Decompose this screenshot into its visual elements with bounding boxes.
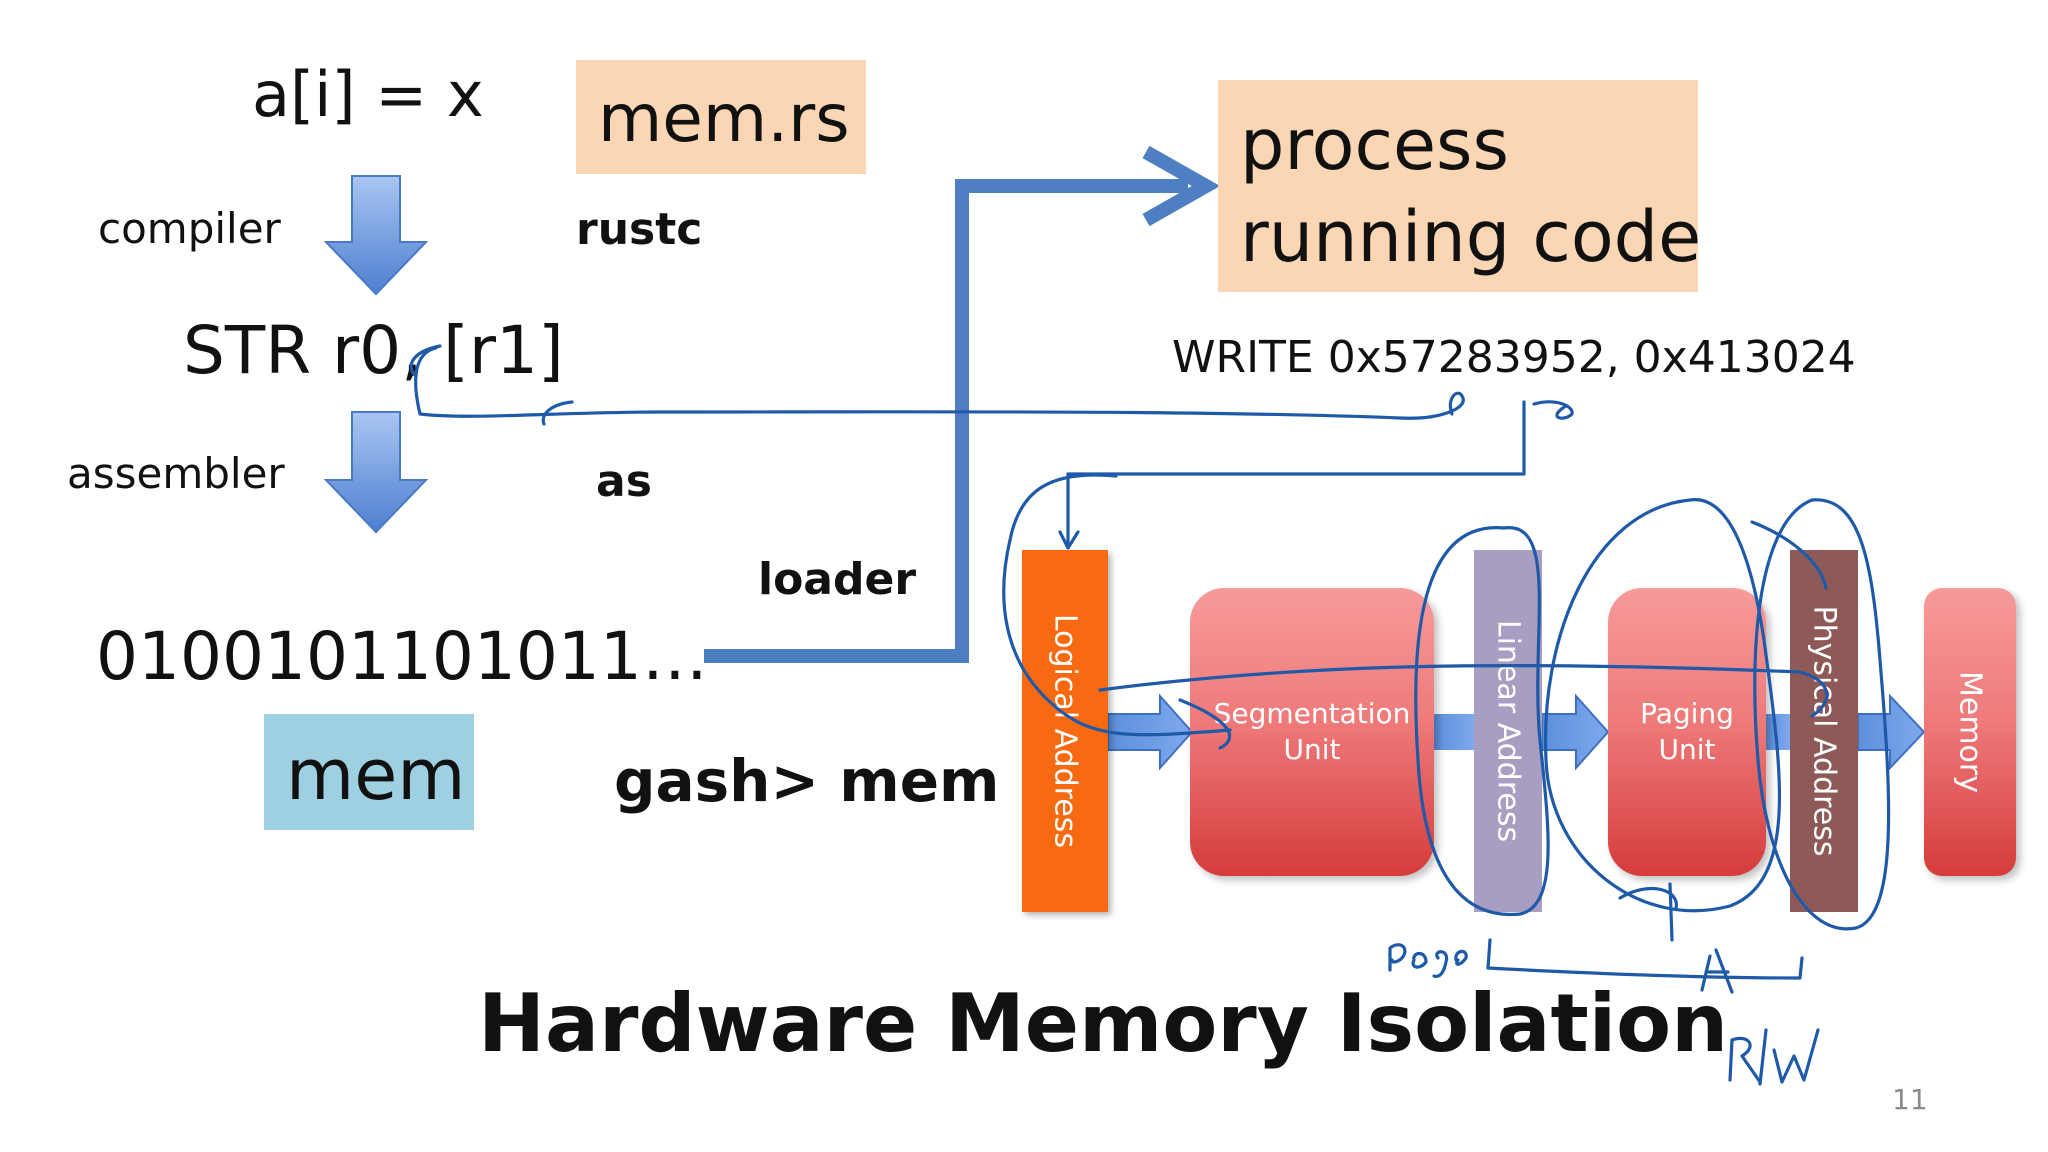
seg-to-linear-arrow — [1434, 714, 1474, 750]
logical-to-seg-arrow — [1107, 693, 1194, 771]
page-number: 11 — [1892, 1083, 1928, 1116]
binary-code-line: 0100101101011… — [96, 618, 708, 695]
paging-unit: Paging Unit — [1608, 588, 1766, 876]
physical-to-memory-arrow — [1857, 693, 1926, 771]
ink-address-to-logical — [1066, 400, 1526, 548]
paging-unit-label-1: Paging — [1640, 697, 1734, 730]
process-box: process running code — [1218, 80, 1702, 292]
shell-command: gash> mem — [614, 747, 1000, 815]
memory-block: Memory — [1924, 588, 2016, 876]
linear-to-paging-arrow — [1541, 693, 1610, 771]
assembler-label: assembler — [67, 449, 285, 498]
ink-ellipse-paging — [1543, 498, 1782, 913]
ink-ellipse-linear — [1414, 526, 1550, 917]
ink-bracket — [1486, 938, 1804, 980]
logical-address-bar: Logical Address — [1022, 550, 1108, 912]
ink-scribble — [1532, 400, 1574, 420]
physical-address-bar: Physical Address — [1790, 550, 1858, 912]
segmentation-unit-label-1: Segmentation — [1213, 697, 1411, 730]
compiler-label: compiler — [98, 204, 281, 253]
source-code-line: a[i] = x — [252, 58, 484, 131]
paging-unit-label-2: Unit — [1658, 733, 1716, 766]
ink-link-r1-to-address — [414, 346, 1465, 420]
linear-address-bar: Linear Address — [1474, 550, 1542, 912]
rustc-label: rustc — [576, 204, 703, 255]
binary-file-box: mem — [264, 714, 474, 830]
as-label: as — [596, 456, 652, 507]
paging-to-physical-arrow — [1766, 714, 1790, 750]
write-instruction: WRITE 0x57283952, 0x413024 — [1172, 332, 1856, 383]
process-line-1: process — [1240, 104, 1509, 186]
process-line-2: running code — [1240, 196, 1702, 278]
ink-word-rw — [1728, 1028, 1820, 1086]
source-file-name: mem.rs — [598, 80, 850, 157]
loader-label: loader — [758, 554, 917, 605]
segmentation-unit: Segmentation Unit — [1190, 588, 1434, 876]
segmentation-unit-label-2: Unit — [1283, 733, 1341, 766]
ink-loop-logical — [1002, 473, 1232, 737]
source-file-box: mem.rs — [576, 60, 866, 174]
assembly-code-line: STR r0, [r1] — [183, 312, 564, 389]
ink-ellipse-physical — [1753, 498, 1891, 931]
binary-file-name: mem — [286, 734, 466, 816]
assembler-arrow — [323, 411, 429, 534]
slide-title: Hardware Memory Isolation — [478, 977, 1729, 1070]
loader-arrow — [704, 179, 1188, 663]
ink-word-page — [1388, 943, 1468, 978]
compiler-arrow — [323, 175, 429, 296]
